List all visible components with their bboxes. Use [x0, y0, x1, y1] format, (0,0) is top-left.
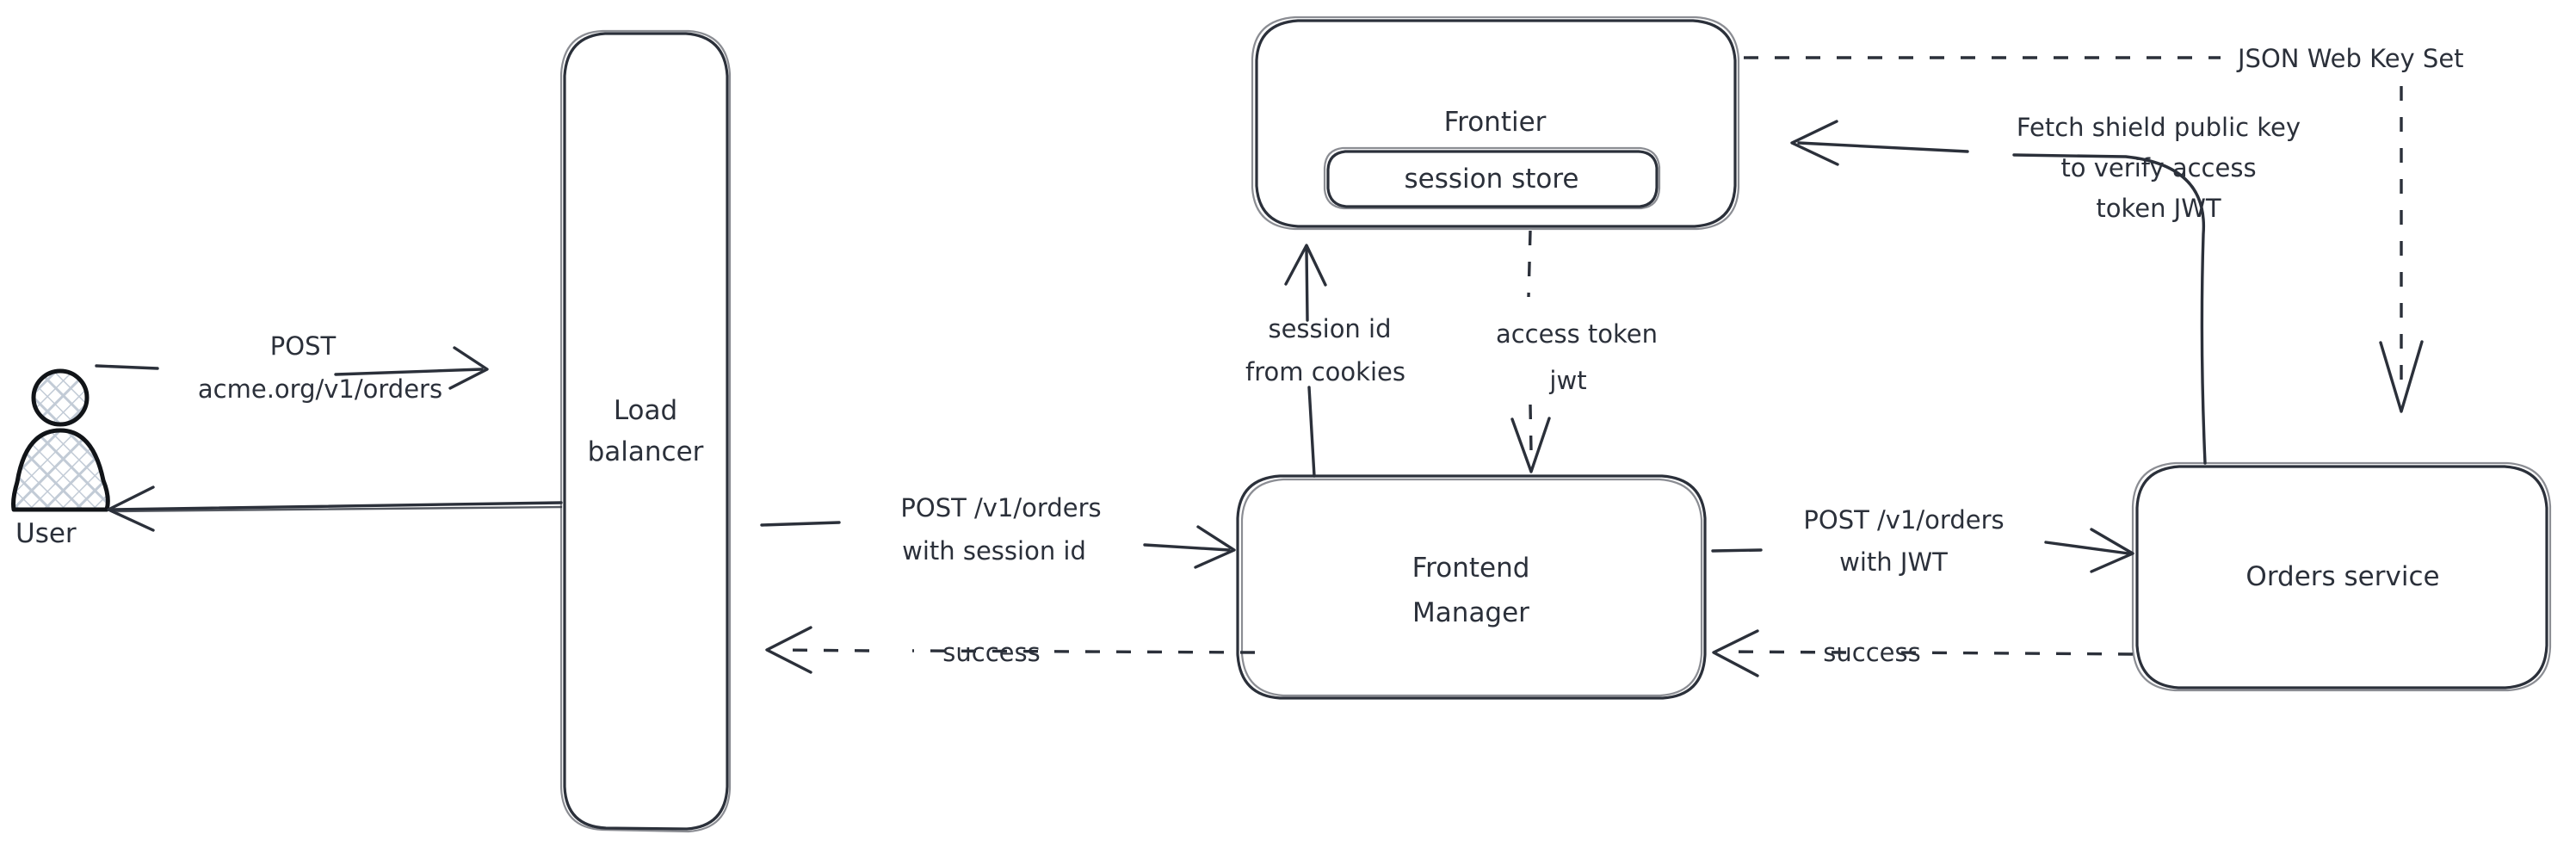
node-label-orders-service: Orders service — [2246, 561, 2439, 592]
edge-label-user-to-lb-line2: acme.org/v1/orders — [198, 374, 442, 404]
edge-label-frontier-to-fm-line2: jwt — [1548, 366, 1586, 395]
edge-label-lb-to-fm-line1: POST /v1/orders — [900, 493, 1101, 522]
node-label-session-store: session store — [1404, 164, 1578, 195]
edge-label-orders-to-frontier-line3: token JWT — [2096, 194, 2221, 223]
edge-label-orders-to-frontier-line2: to verify access — [2060, 153, 2256, 182]
node-label-load-balancer-line1: Load — [614, 395, 677, 426]
node-user-icon[interactable] — [11, 368, 110, 512]
edge-label-fm-to-lb-success: success — [942, 638, 1040, 667]
edge-label-fm-to-frontier-line1: session id — [1268, 314, 1391, 343]
edge-orders-service-to-frontier — [1790, 120, 2207, 465]
edge-label-fm-to-orders-line2: with JWT — [1839, 547, 1948, 577]
node-session-store-shape[interactable] — [1323, 146, 1661, 210]
edge-frontend-manager-to-orders-service — [1711, 528, 2134, 573]
edge-label-user-to-lb-line1: POST — [270, 331, 337, 361]
edge-label-lb-to-fm-line2: with session id — [902, 536, 1086, 566]
edge-frontend-manager-to-load-balancer — [765, 626, 1256, 674]
edge-frontier-to-frontend-manager — [1510, 230, 1551, 473]
node-label-frontier: Frontier — [1444, 107, 1547, 138]
edge-label-jwks: JSON Web Key Set — [2236, 44, 2464, 73]
node-label-load-balancer-line2: balancer — [588, 436, 704, 467]
edge-user-to-load-balancer — [95, 346, 489, 390]
edge-label-orders-to-fm-success: success — [1823, 638, 1920, 667]
edge-label-fm-to-orders-line1: POST /v1/orders — [1803, 505, 2004, 535]
edge-label-frontier-to-fm-line1: access token — [1496, 319, 1658, 349]
edge-orders-service-to-frontend-manager — [1712, 629, 2134, 677]
edge-label-orders-to-frontier-line1: Fetch shield public key — [2017, 113, 2301, 142]
node-frontend-manager-shape[interactable] — [1236, 474, 1707, 700]
edge-frontend-manager-to-frontier — [1284, 244, 1327, 478]
node-frontier-shape[interactable] — [1251, 15, 1740, 231]
edge-jwks-to-orders-service — [1744, 56, 2424, 413]
edge-label-fm-to-frontier-line2: from cookies — [1245, 357, 1405, 386]
edge-load-balancer-to-frontend-manager — [760, 521, 1236, 569]
node-label-frontend-manager-line2: Manager — [1412, 597, 1529, 628]
edge-load-balancer-to-user — [107, 485, 563, 532]
node-label-user: User — [15, 518, 77, 549]
node-label-frontend-manager-line1: Frontend — [1412, 553, 1530, 584]
node-load-balancer-shape[interactable] — [559, 29, 732, 833]
node-orders-service-shape[interactable] — [2131, 461, 2552, 692]
